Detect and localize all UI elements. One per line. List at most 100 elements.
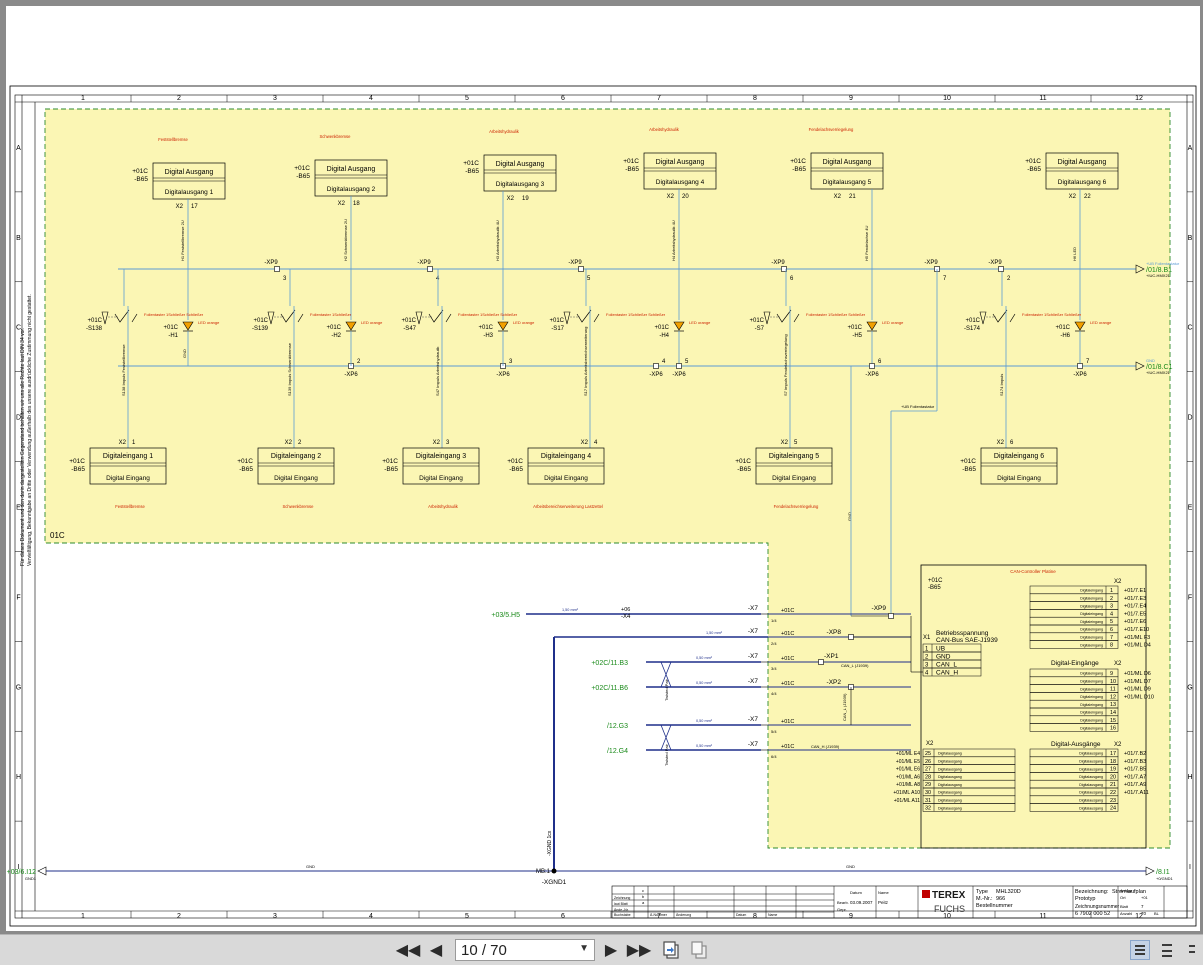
previous-page-button[interactable]: ◀ [425,939,447,961]
connector-label: X2 [581,440,589,446]
x7-label: -X7 [748,716,759,723]
copyright-note: Vervielfältigung, Bekanntgabe an Dritte … [27,294,33,566]
switch-label: Folientaster 1Schließer [310,312,352,317]
switch-ref: +01C [87,318,102,324]
row-letter: F [16,594,20,601]
x7-label: -X7 [748,741,759,748]
column-number: 5 [465,913,469,920]
extract-page-button[interactable] [660,939,682,961]
switch-label: Folientaster 1Schließer Schließer [1022,312,1082,317]
next-page-button[interactable]: ▶ [600,939,622,961]
led-id: -H3 [483,333,493,339]
led-symbol [1074,321,1086,331]
xp6-pin: 3 [509,359,513,365]
xp6-pin: 7 [1086,359,1090,365]
switch-ref: +01C [965,318,980,324]
output-title: Digital Ausgang [165,169,214,176]
x7-label: -X7 [748,678,759,685]
left-pin: 26 [925,759,931,765]
x2-top-cell: Digitaleingang [1080,620,1103,624]
facing-view-button[interactable] [1184,940,1200,960]
can-xref: +02C/11.B3 [591,660,628,667]
x2-top-pin: 6 [1110,627,1113,633]
device-id: -B65 [509,466,523,473]
input-subtitle: Digital Eingang [997,475,1041,482]
continuous-view-button[interactable] [1157,940,1177,960]
revision-col: Name [768,913,777,917]
xp9-pin: 6 [790,276,794,282]
left-pin-cell: Digitalausgang [938,806,962,810]
digital-input-xref: +01/ML D6 [1124,671,1151,677]
ground-node [551,868,557,874]
switch-id: -S174 [964,326,981,332]
digital-output-pin: 20 [1110,774,1116,780]
input-subtitle: Digital Eingang [772,475,816,482]
function-caption: Arbeitshydraulik [428,504,459,509]
revision-letter: b [642,894,645,899]
xp1-terminal [818,659,824,665]
device-ref: +01C [790,158,806,165]
row-letter: C [1187,325,1192,332]
duplicate-page-button[interactable] [688,939,710,961]
wire-gauge: 1,50 mm² [562,608,579,612]
switch-ref: +01C [401,318,416,324]
left-pin-xref: +01/ML A10 [893,790,920,796]
x2-top-cell: Digitaleingang [1080,589,1103,593]
ort-label: Ort [1120,895,1126,900]
x1-pin: 3 [925,663,929,669]
last-page-button[interactable]: ▶▶ [627,939,652,961]
wire-label: H1 Feststellbremse 2U [180,220,185,261]
single-page-view-button[interactable] [1130,940,1150,960]
row-letter: B [1188,235,1193,242]
can-xref: /12.G3 [607,723,628,730]
device-id: -B65 [1027,166,1041,173]
digital-input-pin: 13 [1110,702,1116,708]
device-id: -B65 [71,466,85,473]
controller-x1: X1 [923,635,931,641]
xp1-label: -XP1 [824,653,839,660]
input-title: Digitaleingang 6 [994,453,1044,460]
digital-output-cell: Digitalausgang [1079,783,1103,787]
column-number: 10 [943,913,951,920]
supply-label: Betriebsspannung [936,630,989,637]
wire-label: H4 Arbeitshydraulik 4U [671,220,676,261]
first-page-button[interactable]: ◀◀ [396,939,421,961]
digital-input-cell: Digitaleingang [1080,672,1103,676]
device-id: -B65 [962,466,976,473]
xp9-label: -XP9 [568,260,582,266]
digital-input-cell: Digitaleingang [1080,726,1103,730]
date-label: Datum [850,890,862,895]
switch-ref: +01C [549,318,564,324]
led-symbol [182,321,194,331]
drawing-value: 6 7902 000 52 [1075,911,1110,917]
page-number-select[interactable]: 10 / 70 ▼ [455,939,595,961]
x2-top-xref: +01/7.E10 [1124,627,1149,633]
device-ref: +01C [237,458,253,465]
mnr-value: 966 [996,896,1005,902]
x7-pin: 5/4 [771,729,777,734]
digital-input-row [1029,723,1119,732]
pin-label: 3 [446,440,450,446]
digital-input-cell: Digitaleingang [1080,695,1103,699]
row-letter: G [1187,684,1192,691]
output-subtitle: Digitalausgang 6 [1058,179,1107,186]
xref-arrow [1145,866,1155,876]
led-id: -H4 [659,333,669,339]
digital-output-cell: Digitalausgang [1079,791,1103,795]
digital-input-pin: 12 [1110,694,1116,700]
xp6-pin: 4 [662,359,666,365]
x7-ref: +01C [781,681,794,687]
column-number: 6 [561,95,565,102]
xp6-label: -XP6 [672,372,686,378]
xp9-pin: 2 [1007,276,1011,282]
x2-top-cell: Digitaleingang [1080,612,1103,616]
gnd-label: GND [847,512,852,521]
twisted-label: Twisted Pair [664,679,669,701]
wire-label: S17 Impuls Arbeitsbereichserweiterung [583,327,588,396]
revision-letter: a [642,900,645,905]
switch-label: Folientaster 1Schließer Schließer [806,312,866,317]
bearb-date: 03.09.2007 [850,900,873,905]
led-symbol [497,321,509,331]
twisted-pair-symbol [660,724,672,751]
